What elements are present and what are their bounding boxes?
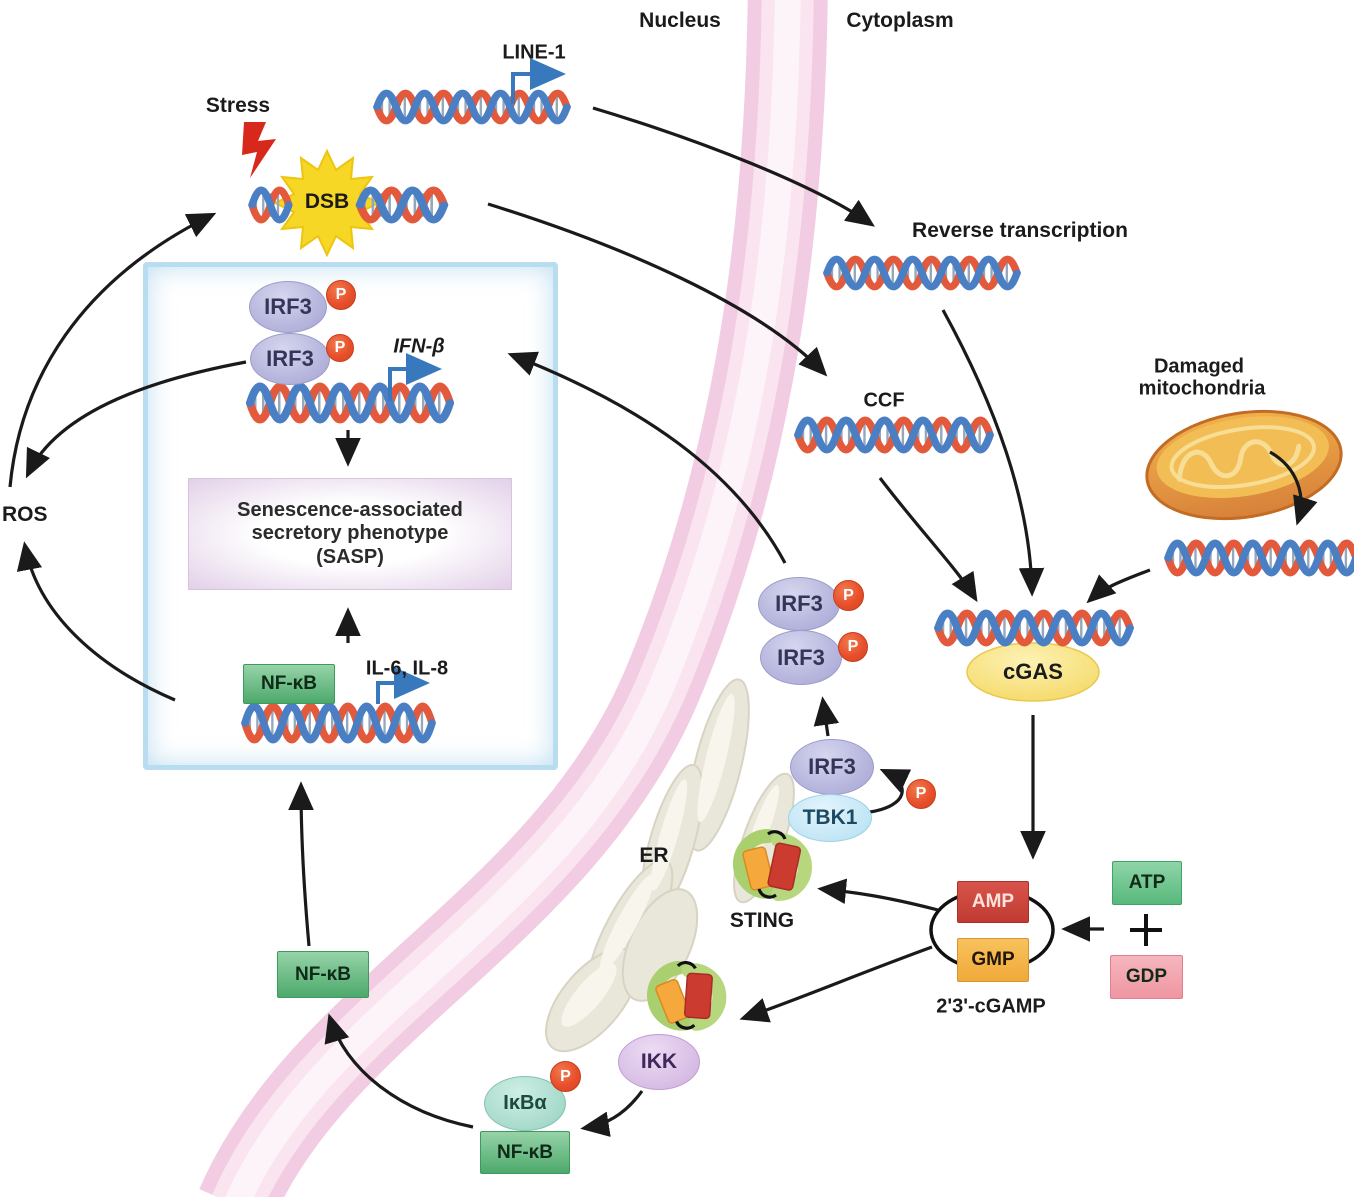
stress-lightning-icon [242,122,276,178]
phospho-label: P [915,785,927,802]
arrow-mitodna-to-cgas [1086,568,1151,604]
nfkb-label: NF-κB [295,963,351,985]
dna-ccf [798,420,990,450]
arrow-complex-to-nfkb [324,1013,474,1129]
dsb-starburst [272,148,382,258]
gmp-box: GMP [957,938,1029,982]
dna-reverse-transcription [827,259,1017,287]
damaged-mitochondria [1145,409,1343,521]
er-organelle [544,678,795,1053]
phospho-label: P [334,339,346,356]
amp-box: AMP [957,881,1029,923]
atp-box: ATP [1112,861,1182,905]
arrow-ros-to-dsb [8,212,217,488]
irf3-label: IRF3 [777,644,825,670]
phospho-label: P [560,1067,571,1085]
nfkb-complex-box: NF-κB [480,1131,570,1174]
dna-line1 [377,93,567,121]
sasp-line1: Senescence-associated [237,499,463,522]
arrow-irf3-to-ros [25,360,247,479]
arrow-irf3-dimer-to-ifn [507,351,787,564]
arrow-nfkb-to-nucleus [288,781,314,947]
arrow-mito-to-dna [1269,450,1318,526]
arrow-line1-to-rt [592,106,875,227]
tbk1-kinase: TBK1 [788,794,872,842]
sting-complex-lower [650,958,723,1032]
ikba-label: IκBα [503,1092,547,1114]
cgas-enzyme [966,642,1100,702]
irf3-nucleus-1: IRF3 [249,281,327,333]
dna-cgas-bound [938,613,1130,643]
nfkb-label: NF-κB [261,673,317,694]
phospho-badge: P [838,632,868,662]
nfkb-free-box: NF-κB [277,951,369,998]
arrow-cgamp-to-sting-lower [739,945,933,1023]
gdp-label: GDP [1125,966,1168,987]
arrow-cgamp-to-sting-upper [817,878,939,912]
arrow-nfkb-to-ros [16,541,176,702]
dna-il-gene [245,707,432,740]
amp-label: AMP [971,891,1015,912]
sasp-line2: secretory phenotype [251,522,449,545]
ikk-label: IKK [640,1050,678,1073]
dna-dsb-right [360,190,444,220]
irf3-nucleus-2: IRF3 [250,333,330,385]
transcription-arrow-line1 [511,58,566,104]
sasp-box: Senescence-associated secretory phenotyp… [188,478,512,590]
sasp-line3: (SASP) [316,545,384,568]
phospho-label: P [335,286,347,303]
arrow-ikk-to-ikba [580,1090,644,1137]
arrow-tbk1-to-irf3-dimer [813,696,840,737]
gdp-box: GDP [1110,955,1183,999]
irf3-label: IRF3 [775,591,823,616]
transcription-arrow-ifn [388,353,442,401]
nuclear-membrane [199,0,828,1197]
phospho-badge: P [906,779,936,809]
irf3-label: IRF3 [264,294,312,319]
phospho-badge: P [833,580,864,611]
nfkb-nucleus-box: NF-κB [243,664,335,704]
phospho-label: P [843,586,854,604]
arrow-dsb-to-ccf [487,202,828,377]
transcription-arrow-il [376,667,430,704]
irf3-label: IRF3 [266,346,314,371]
tbk1-label: TBK1 [802,806,858,829]
phospho-label: P [847,638,859,655]
arrow-ccf-to-cgas [878,477,978,603]
plus-icon [1130,914,1162,946]
arrow-tbk1-phosphorylation [869,768,912,814]
gmp-label: GMP [971,949,1015,970]
phospho-badge: P [550,1061,581,1092]
sting-complex-upper [740,832,805,897]
phospho-badge: P [326,334,354,362]
ikk-kinase: IKK [618,1034,700,1090]
dna-mitochondrial [1168,543,1354,573]
irf3-cytoplasm-2: IRF3 [760,630,842,685]
arrow-rt-to-cgas [941,309,1045,597]
irf3-tbk1-bound: IRF3 [790,739,874,795]
irf3-label: IRF3 [808,754,856,779]
irf3-cytoplasm-1: IRF3 [758,577,840,631]
dna-ifn-gene [250,387,450,420]
phospho-badge: P [326,280,356,310]
nfkb-label: NF-κB [497,1141,553,1163]
atp-label: ATP [1128,872,1166,893]
